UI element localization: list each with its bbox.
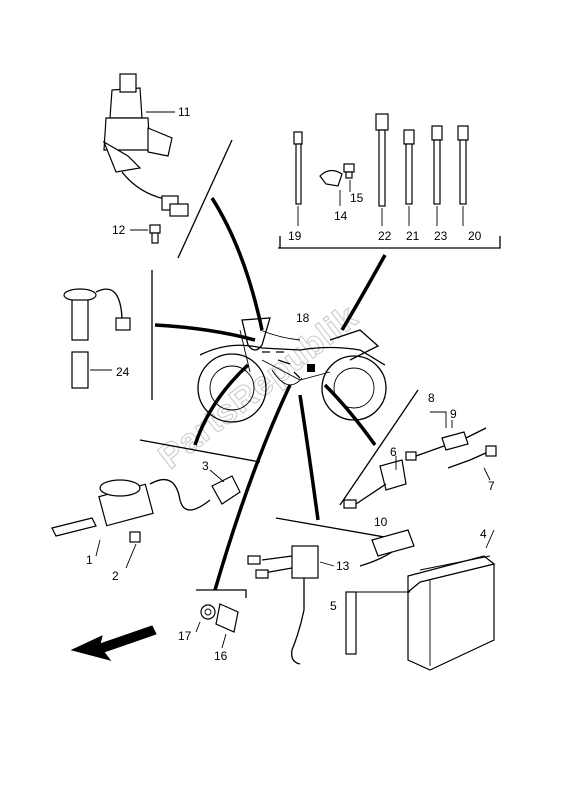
part-label-24: 24 <box>116 365 130 379</box>
part-label-22: 22 <box>378 229 392 243</box>
part-label-2: 2 <box>112 569 119 583</box>
watermark: PartsRepublik <box>152 298 366 477</box>
neutral-switch-parts <box>195 603 239 649</box>
part-label-3: 3 <box>202 459 209 473</box>
part-label-11: 11 <box>178 105 191 119</box>
motorcycle-silhouette-icon <box>197 317 387 423</box>
part-label-7: 7 <box>488 479 495 493</box>
part-label-1: 1 <box>86 553 93 567</box>
part-label-5: 5 <box>330 599 337 613</box>
part-label-20: 20 <box>468 229 482 243</box>
battery-parts <box>345 529 496 671</box>
part-label-9: 9 <box>450 407 457 421</box>
group-boundaries <box>139 139 501 598</box>
part-label-13: 13 <box>336 559 350 573</box>
main-switch-part <box>102 73 189 217</box>
part-label-18: 18 <box>296 311 310 325</box>
part-label-15: 15 <box>350 191 364 205</box>
fuse-and-leads-parts <box>343 411 497 509</box>
bands-and-clamps-parts <box>293 113 469 226</box>
part-label-19: 19 <box>288 229 302 243</box>
connector-lines <box>154 197 387 591</box>
fuel-sensor-part <box>63 288 131 389</box>
front-direction-arrow-icon <box>70 625 157 661</box>
part-label-23: 23 <box>434 229 448 243</box>
part-label-16: 16 <box>214 649 228 663</box>
relay-part-13 <box>247 545 335 665</box>
screw-part-12 <box>130 224 161 244</box>
part-label-6: 6 <box>390 445 397 459</box>
part-label-8: 8 <box>428 391 435 405</box>
part-label-10: 10 <box>374 515 388 529</box>
part-label-4: 4 <box>480 527 487 541</box>
part-label-21: 21 <box>406 229 420 243</box>
part-labels: 11 12 19 14 15 22 21 23 20 18 24 8 9 6 7… <box>86 105 495 663</box>
part-label-14: 14 <box>334 209 348 223</box>
ignition-coil-parts <box>51 469 241 569</box>
part-label-17: 17 <box>178 629 192 643</box>
part-label-12: 12 <box>112 223 126 237</box>
